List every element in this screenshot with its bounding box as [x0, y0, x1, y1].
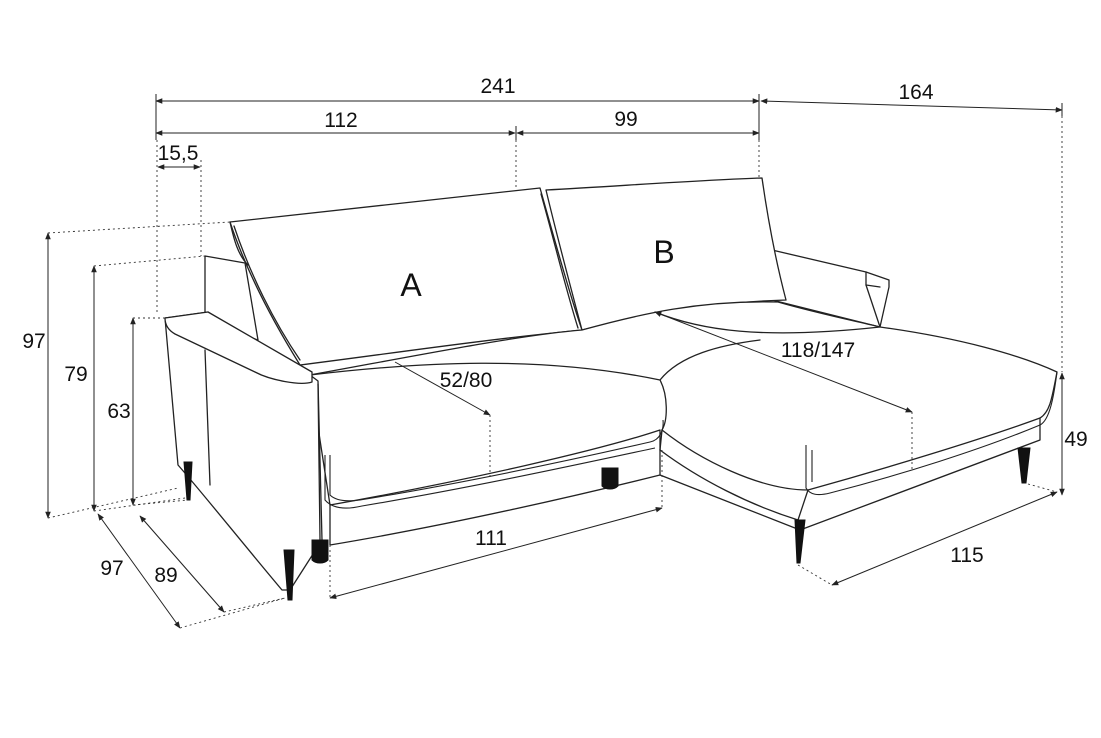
left-armrest	[164, 311, 323, 591]
label-armrest-width: 15,5	[158, 142, 199, 165]
label-armrest-height: 63	[107, 400, 130, 423]
label-total-height: 97	[22, 330, 45, 353]
section-label-b: B	[653, 234, 674, 270]
label-chaise-bed-length: 118/147	[781, 339, 855, 362]
dimension-labels: 241 164 112 99 15,5 97 79 63 97 89 52/80…	[22, 75, 1087, 587]
leg-back-left	[183, 461, 193, 501]
label-total-depth: 97	[100, 557, 123, 580]
sofa-drawing	[164, 177, 1058, 601]
sofa-legs	[183, 447, 1031, 601]
label-section-b-width: 99	[614, 108, 637, 131]
label-chaise-length: 164	[898, 81, 933, 104]
back-cushion-b	[540, 177, 787, 331]
label-chaise-width: 115	[950, 544, 983, 567]
section-label-a: A	[400, 267, 422, 303]
label-chaise-height: 49	[1064, 428, 1087, 451]
leg-front-center	[311, 539, 329, 564]
label-seat-width: 111	[475, 527, 507, 550]
label-section-a-width: 112	[324, 109, 357, 132]
leg-back-center	[601, 467, 619, 490]
label-seat-depth: 52/80	[440, 369, 493, 392]
label-backrest-height: 79	[64, 363, 87, 386]
label-seat-depth-outer: 89	[154, 564, 177, 587]
leg-front-left	[283, 549, 295, 601]
leg-chaise-back	[1017, 447, 1031, 484]
label-total-width: 241	[480, 75, 515, 98]
leg-chaise-front	[794, 519, 806, 564]
dimension-lines	[45, 94, 1065, 629]
